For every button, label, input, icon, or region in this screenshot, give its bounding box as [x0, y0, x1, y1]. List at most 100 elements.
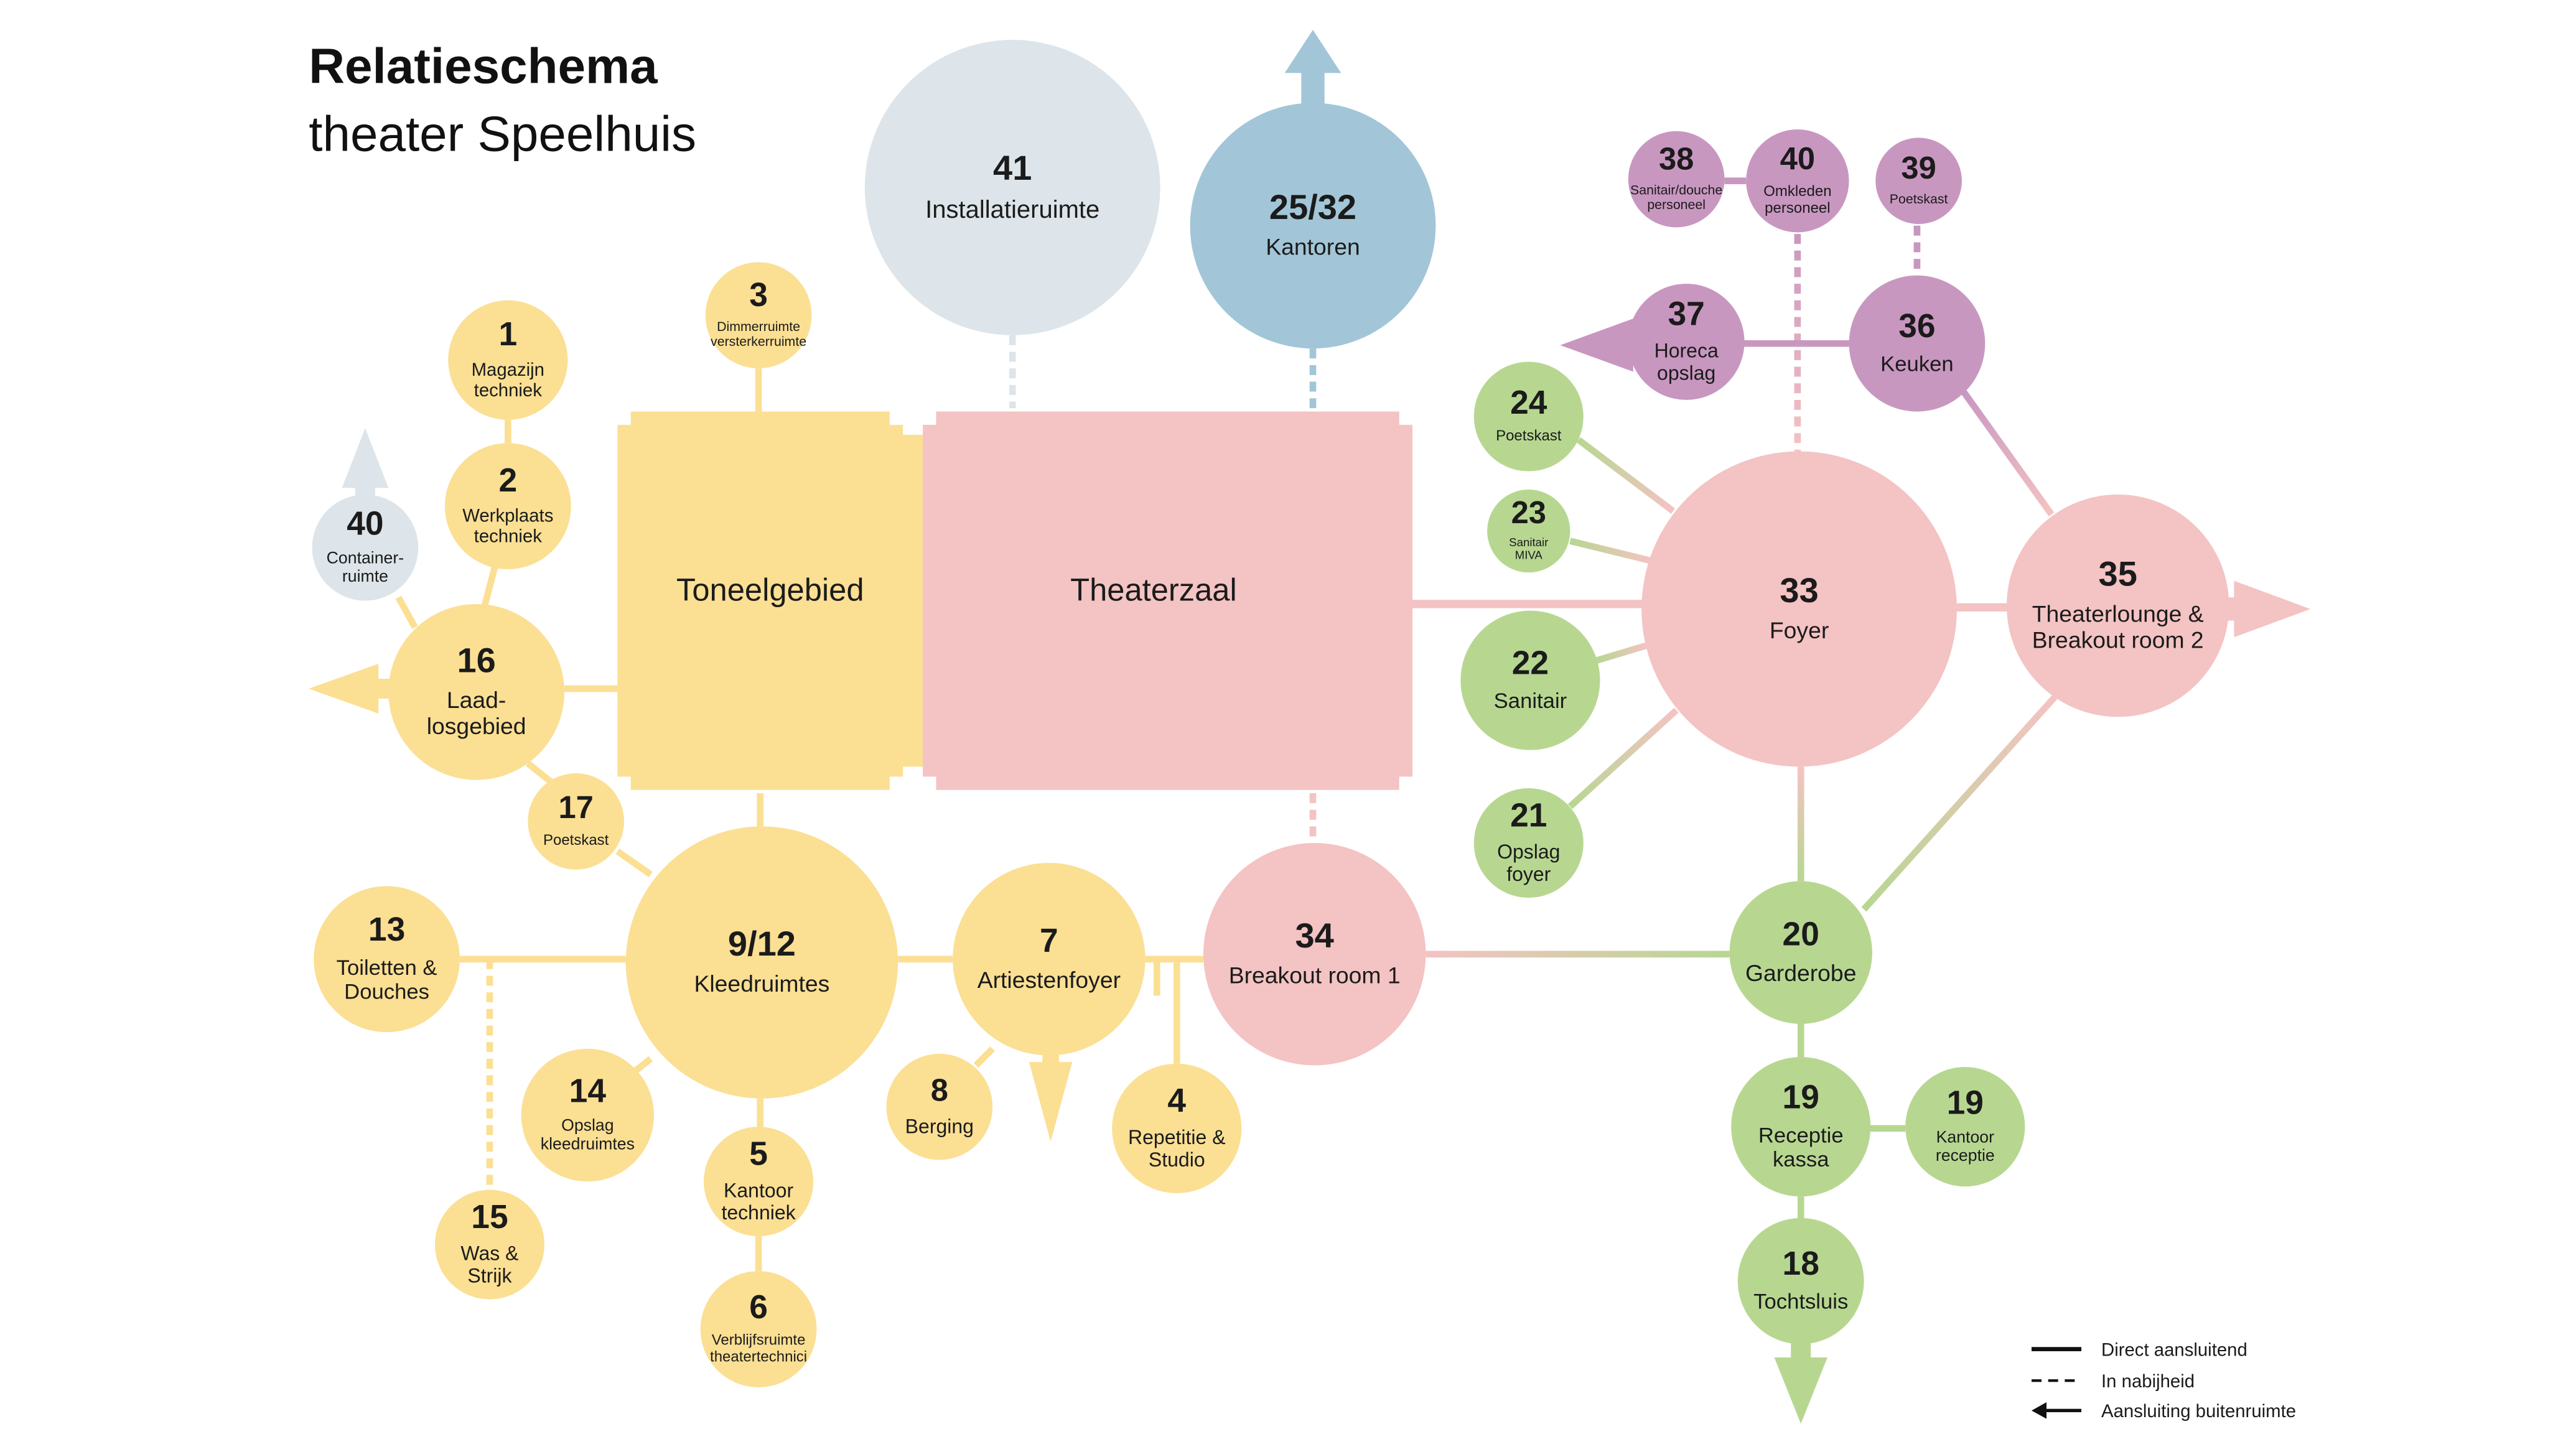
node-number: 18 [1783, 1245, 1819, 1282]
node-number: 22 [1512, 645, 1549, 681]
node-label: Berging [905, 1115, 974, 1137]
node-circle [314, 886, 460, 1033]
outside-arrow-container [342, 428, 389, 498]
node-number: 13 [368, 911, 405, 948]
node-circle [625, 826, 898, 1099]
node-circle [528, 773, 625, 870]
node-number: 17 [558, 789, 593, 825]
connector-17-912 [615, 849, 653, 878]
node-circle [864, 40, 1160, 335]
node-label: kassa [1773, 1148, 1829, 1171]
legend-arrow-head-icon [2032, 1402, 2047, 1419]
node-circle [886, 1053, 993, 1160]
node-number: 14 [569, 1073, 607, 1110]
node-label: kleedruimtes [541, 1134, 635, 1153]
node-number: 41 [993, 148, 1032, 187]
node-label: Repetitie & [1128, 1126, 1226, 1148]
blocks-layer: Toneelgebied Theaterzaal [617, 411, 1413, 790]
node-label: Kantoor [1936, 1127, 1994, 1146]
node-circle [1875, 137, 1962, 225]
connector-20-35 [1861, 694, 2058, 912]
toneelgebied-label: Toneelgebied [676, 572, 864, 608]
node-circle [1905, 1067, 2025, 1187]
node-number: 9/12 [728, 924, 796, 963]
node-label: Kleedruimtes [694, 970, 829, 997]
node-number: 21 [1510, 797, 1547, 834]
node-number: 24 [1510, 384, 1547, 421]
connector-40-16 [395, 595, 418, 629]
node-label: Laad- [447, 687, 506, 713]
node-circle [1473, 361, 1584, 472]
connector-14-912 [632, 1056, 653, 1075]
node-number: 4 [1167, 1082, 1186, 1119]
node-circle [705, 262, 812, 369]
node-circle [1487, 489, 1570, 573]
node-circle [312, 494, 419, 601]
node-label: Magazijn [472, 360, 544, 380]
node-circle [444, 443, 571, 569]
node-label: Werkplaats [462, 506, 553, 526]
node-circle [1746, 129, 1849, 233]
node-number: 40 [347, 505, 383, 542]
node-circle [1641, 451, 1957, 767]
connector-21-33 [1567, 707, 1679, 809]
node-label: Studio [1149, 1148, 1205, 1171]
node-number: 3 [749, 277, 768, 314]
outside-arrow-horeca [1560, 319, 1635, 372]
node-label: Verblijfsruimte [712, 1332, 806, 1349]
node-label: Theaterlounge & [2032, 601, 2204, 627]
node-label: techniek [721, 1201, 796, 1224]
node-label: Keuken [1880, 353, 1954, 376]
legend-solid-label: Direct aansluitend [2101, 1339, 2247, 1360]
connector-36-35 [1961, 389, 2055, 517]
node-label: receptie [1936, 1146, 1995, 1165]
node-label: Was & [460, 1242, 518, 1265]
node-label: Poetskast [543, 832, 609, 849]
node-circle [434, 1189, 544, 1300]
node-label: Toiletten & [337, 956, 437, 980]
node-circle [953, 863, 1146, 1056]
node-number: 19 [1947, 1084, 1984, 1121]
legend-arrow-label: Aansluiting buitenruimte [2101, 1401, 2296, 1422]
node-label: losgebied [427, 713, 526, 739]
node-number: 8 [931, 1072, 948, 1107]
node-circle [1460, 610, 1600, 750]
node-number: 37 [1668, 296, 1705, 333]
node-label: Container- [327, 548, 404, 567]
node-number: 19 [1783, 1079, 1819, 1115]
node-label: Dimmerruimte [717, 319, 800, 334]
node-label: techniek [474, 380, 543, 401]
node-number: 23 [1511, 495, 1546, 530]
theaterzaal-label: Theaterzaal [1070, 572, 1237, 608]
node-label: foyer [1506, 863, 1551, 885]
node-label: Sanitair [1509, 536, 1548, 549]
node-number: 2 [498, 462, 517, 499]
node-circle [521, 1048, 655, 1182]
node-label: personeel [1765, 200, 1830, 216]
connector-8-7 [973, 1046, 995, 1068]
node-label: Breakout room 2 [2032, 626, 2204, 653]
node-label: opslag [1657, 361, 1715, 384]
node-number: 7 [1040, 923, 1058, 959]
node-label: Horeca [1654, 340, 1719, 362]
